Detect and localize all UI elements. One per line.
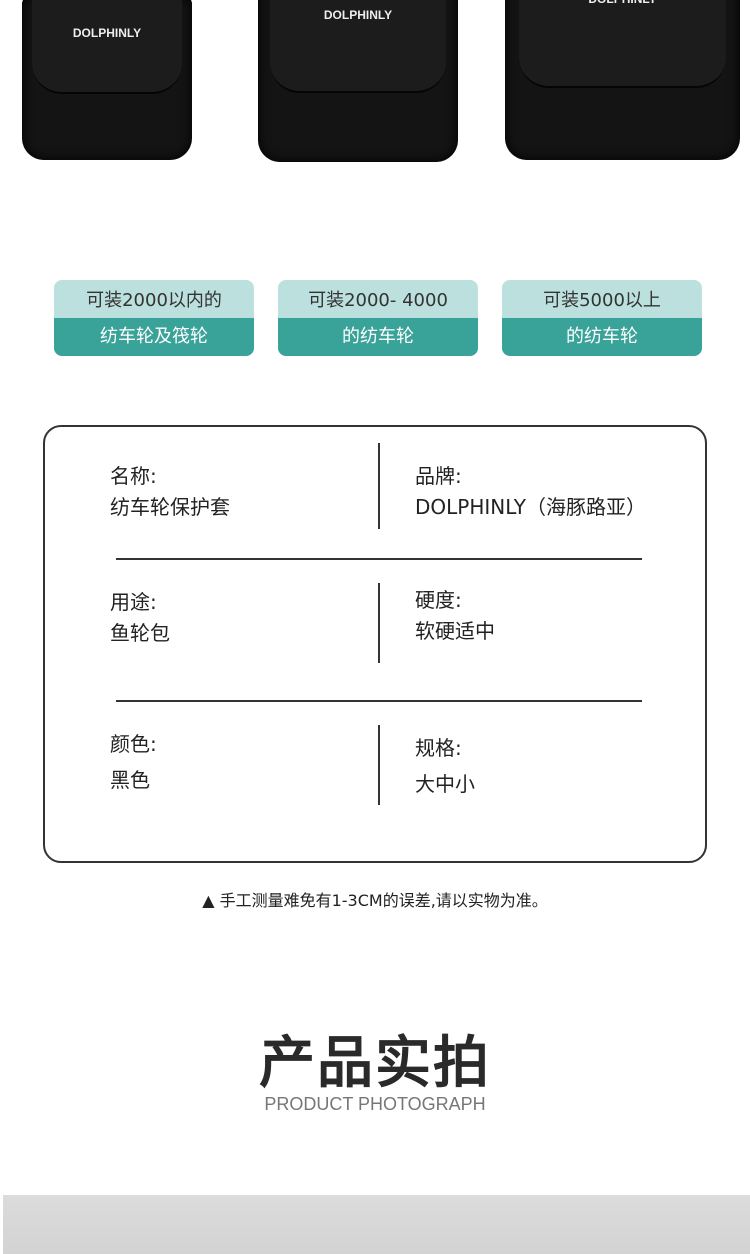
size-badge-large: 可装5000以上的纺车轮 [502,280,702,356]
badge-bottom: 的纺车轮 [502,318,702,356]
section-title: 产品实拍 [259,1031,491,1096]
product-image-small: DOLPHINLY [22,0,192,160]
badge-top: 可装2000- 4000 [278,280,478,318]
badge-bottom: 的纺车轮 [278,318,478,356]
measurement-note: ▲ 手工测量难免有1-3CM的误差,请以实物为准。 [202,891,548,910]
brand-logo: DOLPHINLY [323,8,393,22]
section-subtitle: PRODUCT PHOTOGRAPH [264,1094,486,1114]
badge-bottom: 纺车轮及筏轮 [54,318,254,356]
divider [116,558,642,560]
size-badge-small: 可装2000以内的纺车轮及筏轮 [54,280,254,356]
divider [378,583,380,663]
product-image-medium: DOLPHINLY [258,0,458,162]
divider [378,725,380,805]
badge-top: 可装5000以上 [502,280,702,318]
spec-usage: 用途:鱼轮包 [110,590,170,645]
spec-brand: 品牌:DOLPHINLY（海豚路亚） [415,464,646,519]
brand-logo: DOLPHINLY [505,0,740,6]
divider [116,700,642,702]
spec-table: 名称:纺车轮保护套 品牌:DOLPHINLY（海豚路亚） 用途:鱼轮包 硬度:软… [43,425,707,863]
spec-name: 名称:纺车轮保护套 [110,464,230,519]
spec-color: 颜色:黑色 [110,732,157,792]
brand-logo: DOLPHINLY [72,26,142,40]
divider [378,443,380,529]
spec-hardness: 硬度:软硬适中 [415,588,495,643]
product-image-large: DOLPHINLY [505,0,740,160]
badge-top: 可装2000以内的 [54,280,254,318]
spec-size: 规格:大中小 [415,736,475,796]
photo-area [3,1195,750,1254]
